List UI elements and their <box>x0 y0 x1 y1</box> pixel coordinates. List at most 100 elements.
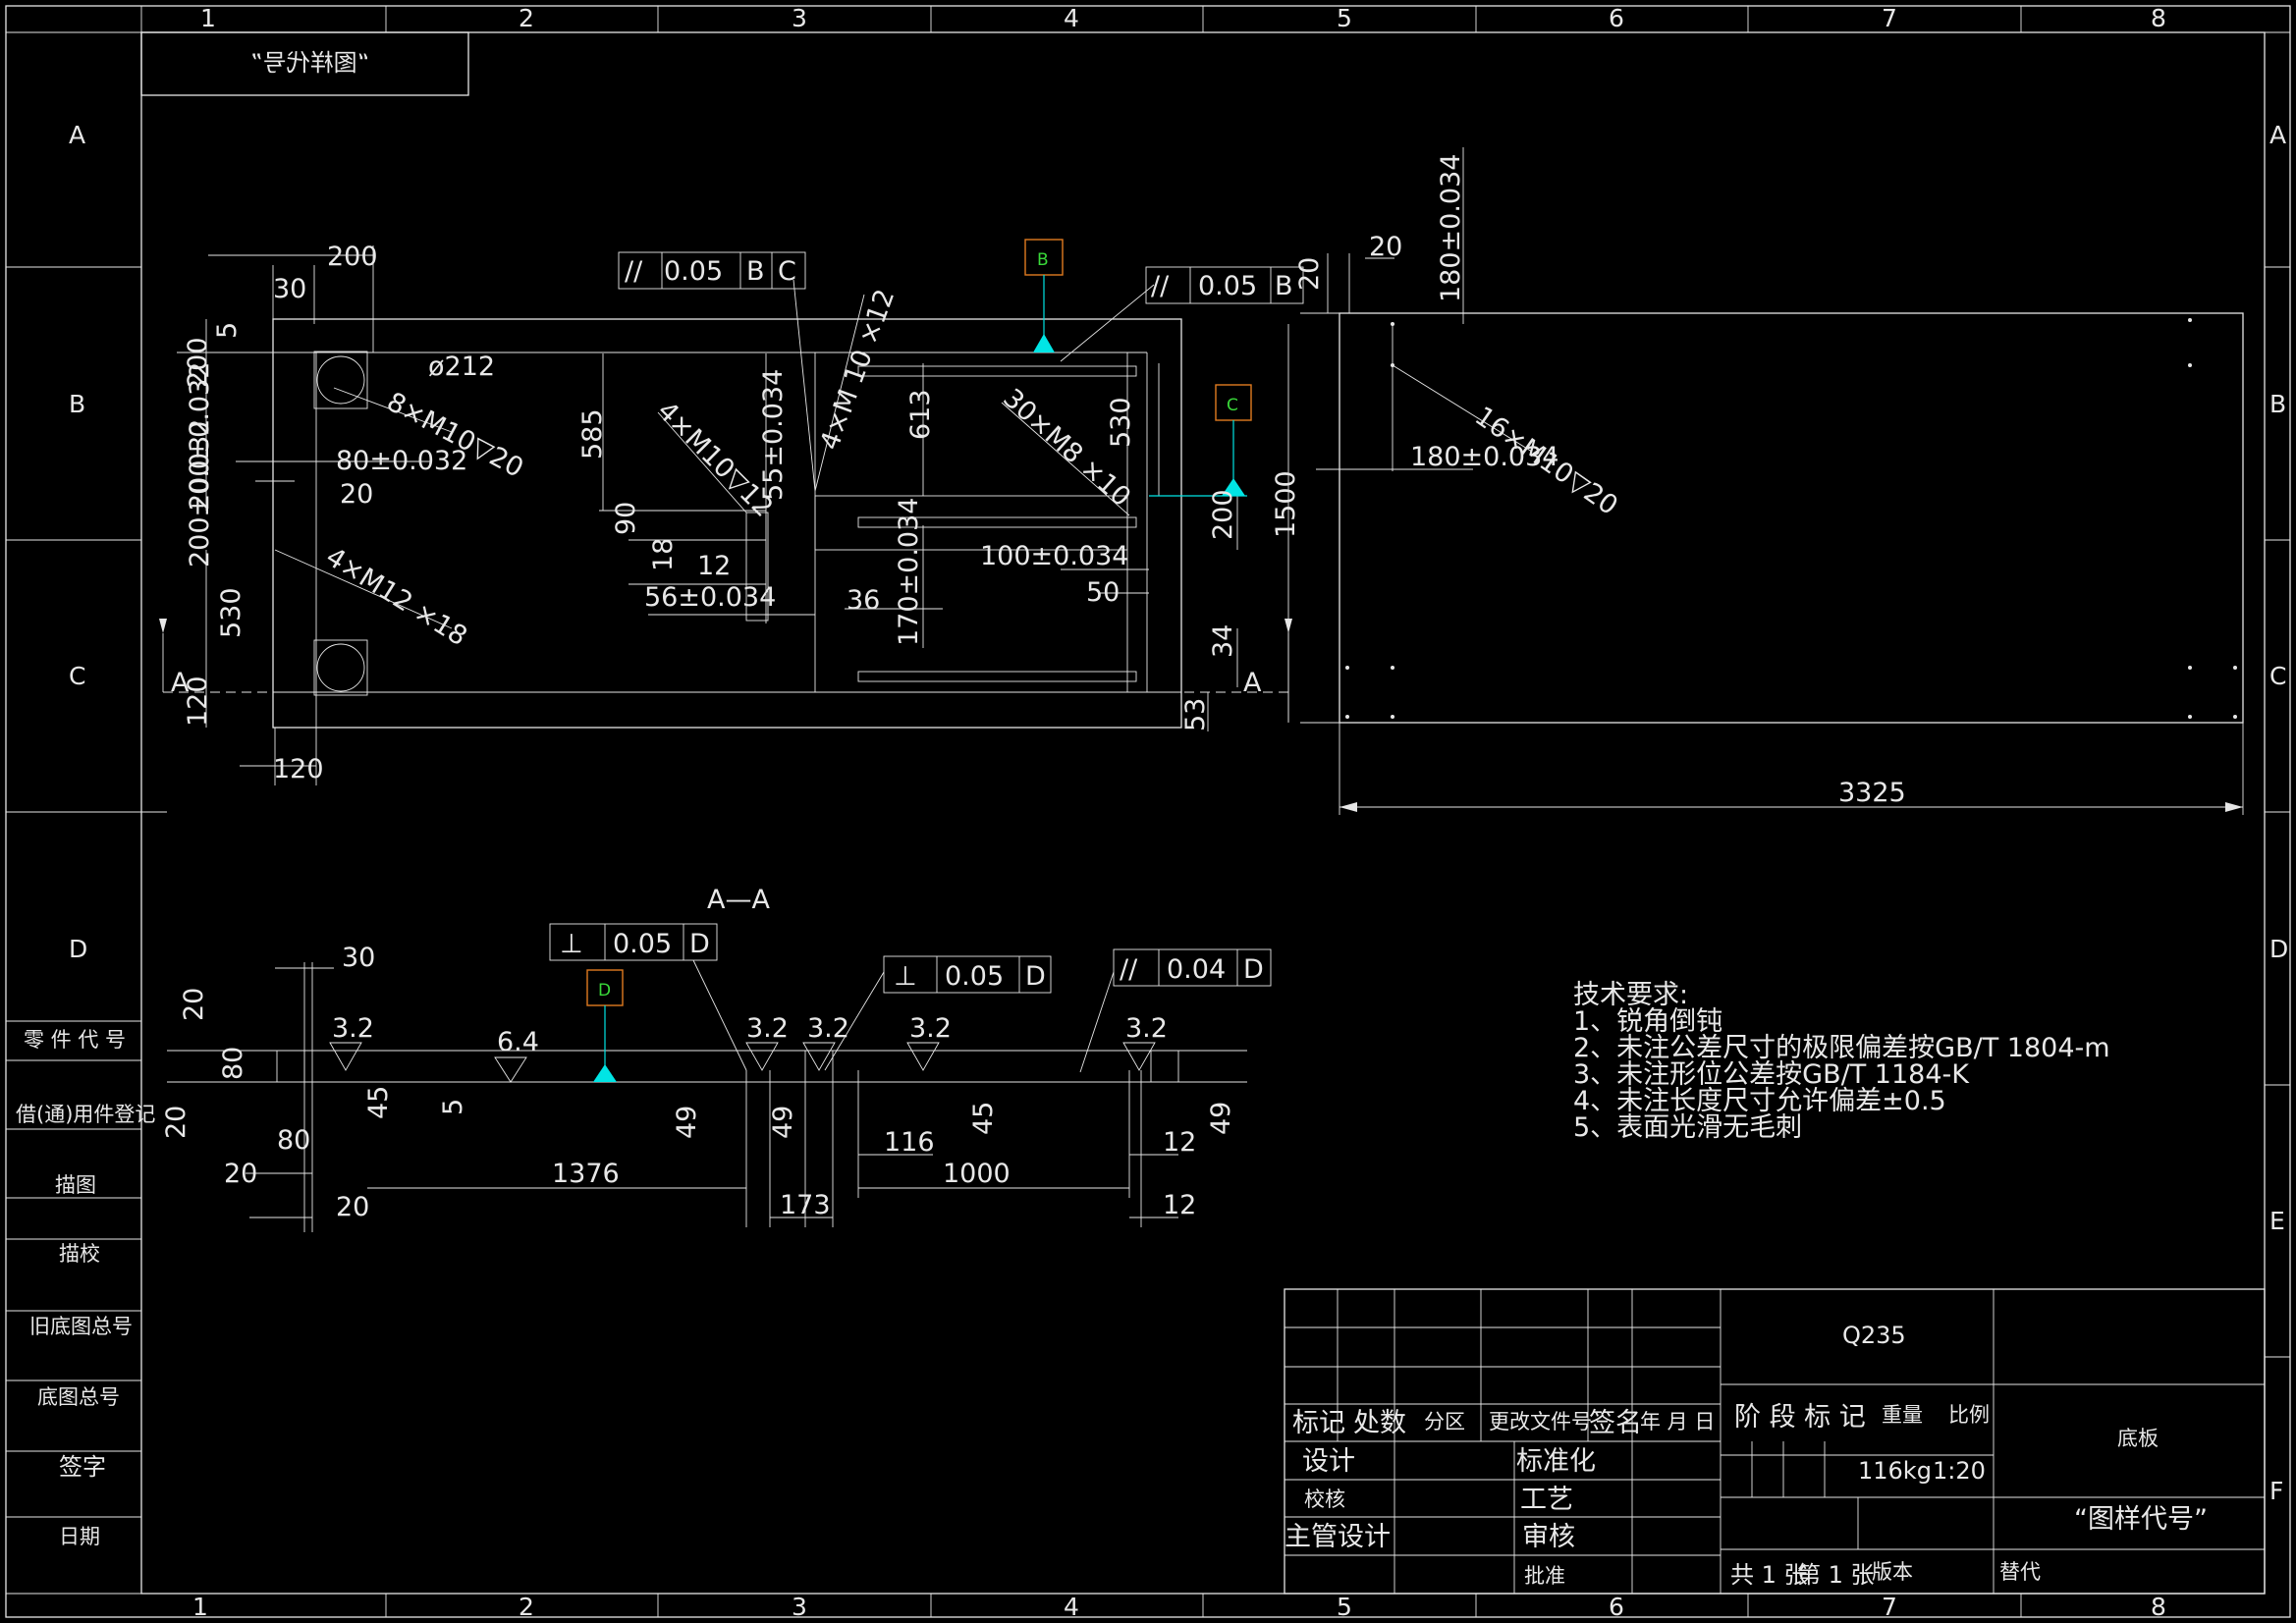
sec-dim-45: 45 <box>363 1086 394 1119</box>
dim-200-vertical: 200 <box>183 337 213 388</box>
drawing-code: “图样代号” <box>2074 1504 2208 1535</box>
row-letter: C <box>2269 662 2286 690</box>
row-letter: D <box>2269 935 2288 963</box>
date-header: 年 月 日 <box>1640 1410 1715 1434</box>
section-title: A—A <box>707 885 770 915</box>
column-numbers-bottom: 1 2 3 4 5 6 7 8 <box>192 1593 2166 1621</box>
datum-c-letter: C <box>1227 396 1238 415</box>
col-number: 5 <box>1337 1593 1352 1621</box>
dim-585: 585 <box>577 408 608 460</box>
sheet-count: 共 1 张 <box>1730 1561 1808 1589</box>
sec-dim-12-b: 12 <box>1163 1190 1196 1220</box>
sec-dim-49: 49 <box>672 1106 702 1139</box>
row-letter: C <box>69 662 85 690</box>
zone-header: 分区 <box>1424 1410 1465 1434</box>
row-letters-right: A B C D E F <box>2269 121 2288 1505</box>
col-number: 7 <box>1882 1593 1897 1621</box>
tech-req-item-3: 3、未注形位公差按GB/T 1184-K <box>1573 1059 1970 1090</box>
tech-req-item-2: 2、未注公差尺寸的极限偏差按GB/T 1804-m <box>1573 1033 2110 1063</box>
row-letter: A <box>69 121 85 149</box>
weight-label: 重量 <box>1882 1403 1923 1427</box>
tech-req-item-1: 1、锐角倒钝 <box>1573 1006 1722 1037</box>
tech-req-item-5: 5、表面光滑无毛刺 <box>1573 1112 1802 1143</box>
mark-header: 标记 <box>1292 1408 1345 1438</box>
front-view <box>159 239 1304 785</box>
sec-dim-20-vertical-b: 20 <box>161 1106 191 1139</box>
version-label: 版本 <box>1872 1560 1913 1584</box>
tech-req-title: 技术要求: <box>1573 980 1688 1010</box>
replace-label: 替代 <box>1999 1560 2041 1584</box>
col-number: 4 <box>1064 1593 1079 1621</box>
dim-90: 90 <box>611 502 641 535</box>
dim-20: 20 <box>340 479 373 510</box>
gdt-d3-symbol: // <box>1120 954 1138 985</box>
dim-170: 170±0.034 <box>894 498 924 646</box>
col-number: 8 <box>2151 1593 2166 1621</box>
part-name: 底板 <box>2117 1427 2159 1450</box>
col-number: 4 <box>1064 4 1079 32</box>
approve-label: 批准 <box>1524 1564 1565 1588</box>
col-number: 6 <box>1609 1593 1624 1621</box>
side-dim-20-horizontal: 20 <box>1369 232 1402 262</box>
col-number: 6 <box>1609 4 1624 32</box>
dim-120-vertical: 120 <box>183 676 213 727</box>
gdt2-value: 0.05 <box>1198 271 1257 301</box>
column-numbers-top: 1 2 3 4 5 6 7 8 <box>200 4 2166 32</box>
roughness-5: 3.2 <box>909 1013 952 1044</box>
chief-design-label: 主管设计 <box>1285 1522 1391 1552</box>
sheet-number: 第 1 张 <box>1797 1561 1875 1589</box>
row-letter: A <box>2269 121 2286 149</box>
gdt1-datum-1: B <box>746 256 765 287</box>
col-number: 2 <box>519 4 534 32</box>
tech-req-item-4: 4、未注长度尺寸允许偏差±0.5 <box>1573 1086 1946 1116</box>
row-letters-left: A B C D <box>69 121 87 963</box>
gdt-d2-value: 0.05 <box>945 961 1004 992</box>
gdt-d2-datum: D <box>1025 961 1046 992</box>
gdt1-value: 0.05 <box>664 256 723 287</box>
side-dim-180-horizontal: 180±0.034 <box>1410 442 1558 472</box>
dim-56: 56±0.034 <box>644 582 776 613</box>
col-number: 3 <box>792 1593 807 1621</box>
sec-dim-116: 116 <box>884 1127 935 1158</box>
dim-18: 18 <box>648 538 679 571</box>
gdt-d3-datum: D <box>1243 954 1264 985</box>
col-number: 5 <box>1337 4 1352 32</box>
technical-requirements: 技术要求: 1、锐角倒钝 2、未注公差尺寸的极限偏差按GB/T 1804-m 3… <box>1573 980 2110 1143</box>
section-mark-right: A <box>1243 668 1262 698</box>
base-label: 底图总号 <box>37 1385 120 1409</box>
roughness-1: 3.2 <box>332 1013 374 1044</box>
dim-30: 30 <box>273 274 306 304</box>
material: Q235 <box>1842 1322 1906 1349</box>
sec-dim-5: 5 <box>438 1099 468 1115</box>
roughness-6: 3.2 <box>1125 1013 1168 1044</box>
change-doc-header: 更改文件号 <box>1489 1410 1592 1434</box>
row-letter: D <box>69 935 87 963</box>
col-number: 7 <box>1882 4 1897 32</box>
dim-36: 36 <box>847 585 880 616</box>
signature-header: 签名 <box>1589 1408 1642 1438</box>
gdt-d2-symbol: ⊥ <box>894 961 917 992</box>
old-base-label: 旧底图总号 <box>29 1315 133 1338</box>
dim-200-tol-1: 200±0.032 <box>185 362 215 511</box>
row-letter: E <box>2269 1207 2285 1235</box>
col-number: 8 <box>2151 4 2166 32</box>
side-dim-20: 20 <box>1294 257 1325 291</box>
roughness-2: 6.4 <box>497 1027 539 1057</box>
scale-value: 1:20 <box>1933 1457 1986 1485</box>
sec-dim-30: 30 <box>342 943 375 973</box>
dim-12: 12 <box>697 551 731 581</box>
section-mark-left: A <box>171 668 190 698</box>
row-letter: B <box>2269 390 2286 418</box>
count-header: 处数 <box>1353 1408 1406 1438</box>
dim-120-horizontal: 120 <box>273 754 324 784</box>
roughness-3: 3.2 <box>746 1013 789 1044</box>
gdt2-symbol: // <box>1151 271 1170 301</box>
dim-50: 50 <box>1086 577 1120 608</box>
datum-b-letter: B <box>1037 250 1049 270</box>
sec-dim-173: 173 <box>780 1190 831 1220</box>
col-number: 2 <box>519 1593 534 1621</box>
sec-dim-20-horizontal: 20 <box>224 1159 257 1189</box>
sec-dim-49-b: 49 <box>768 1106 798 1139</box>
sec-dim-80-horizontal: 80 <box>277 1125 310 1156</box>
